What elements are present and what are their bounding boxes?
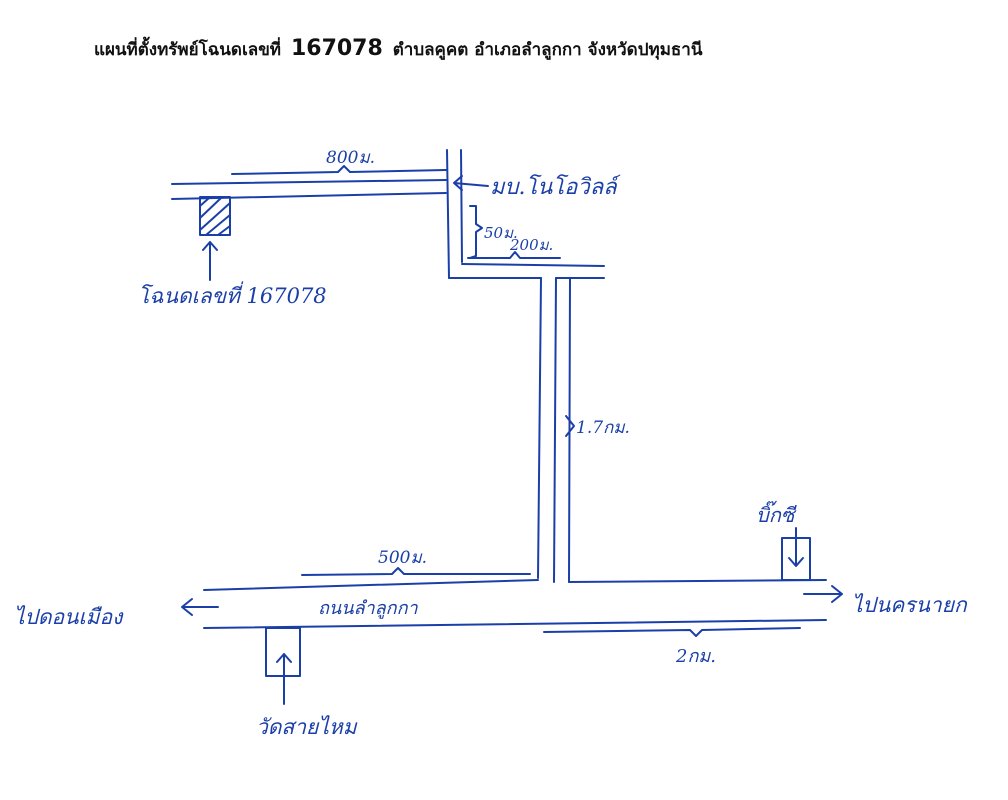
map-title: แผนที่ตั้งทรัพย์โฉนดเลขที่ 167078 ตำบลคู… [94, 36, 702, 63]
dim-800-bracket [231, 165, 447, 175]
dim-500-bracket [301, 567, 531, 576]
label-200m: 200ม. [509, 236, 553, 254]
big-c-arrow [788, 527, 804, 567]
dim-50-bracket [469, 205, 483, 259]
arrow-right [803, 585, 843, 603]
soi-left-edge [446, 149, 450, 279]
label-deed: โฉนดเลขที่ 167078 [138, 281, 327, 308]
label-50m: 50ม. [484, 224, 518, 242]
title-deed-number: 167078 [290, 36, 383, 61]
label-big-c: บิ๊กซี [756, 500, 797, 527]
soi-right-edge [460, 149, 463, 263]
label-village: มบ.โนโอวิลล์ [490, 174, 622, 200]
road-200-upper-edge [461, 263, 605, 267]
title-prefix: แผนที่ตั้งทรัพย์โฉนดเลขที่ [94, 40, 282, 60]
village-arrow [453, 175, 489, 191]
label-temple: วัดสายไหม [256, 715, 358, 739]
main-soi-inner-edge [553, 277, 557, 583]
main-road-lower [203, 619, 827, 629]
main-road-upper-right [568, 579, 827, 583]
dim-2km-bracket [543, 627, 801, 637]
deed-plot-hatch [199, 197, 231, 236]
title-suffix: ตำบลคูคต อำเภอลำลูกกา จังหวัดปทุมธานี [392, 40, 703, 60]
top-road-upper-edge [171, 179, 447, 185]
dim-200-bracket [467, 251, 561, 259]
label-to-nakhonnayok: ไปนครนายก [852, 593, 968, 617]
main-soi-right-edge [568, 277, 571, 583]
label-1-7km: 1.7กม. [576, 418, 630, 438]
main-soi-left-edge [537, 277, 542, 579]
main-road-upper-left [203, 579, 539, 591]
label-500m: 500ม. [378, 548, 427, 568]
label-800m: 800ม. [326, 148, 375, 168]
temple-arrow [276, 653, 292, 705]
label-road-name: ถนนลำลูกกา [318, 598, 418, 619]
label-to-donmuang: ไปดอนเมือง [14, 605, 124, 629]
label-2km: 2กม. [675, 646, 716, 667]
arrow-left [181, 598, 219, 616]
dim-1-7km-bracket [565, 415, 575, 437]
deed-arrow [202, 241, 218, 281]
